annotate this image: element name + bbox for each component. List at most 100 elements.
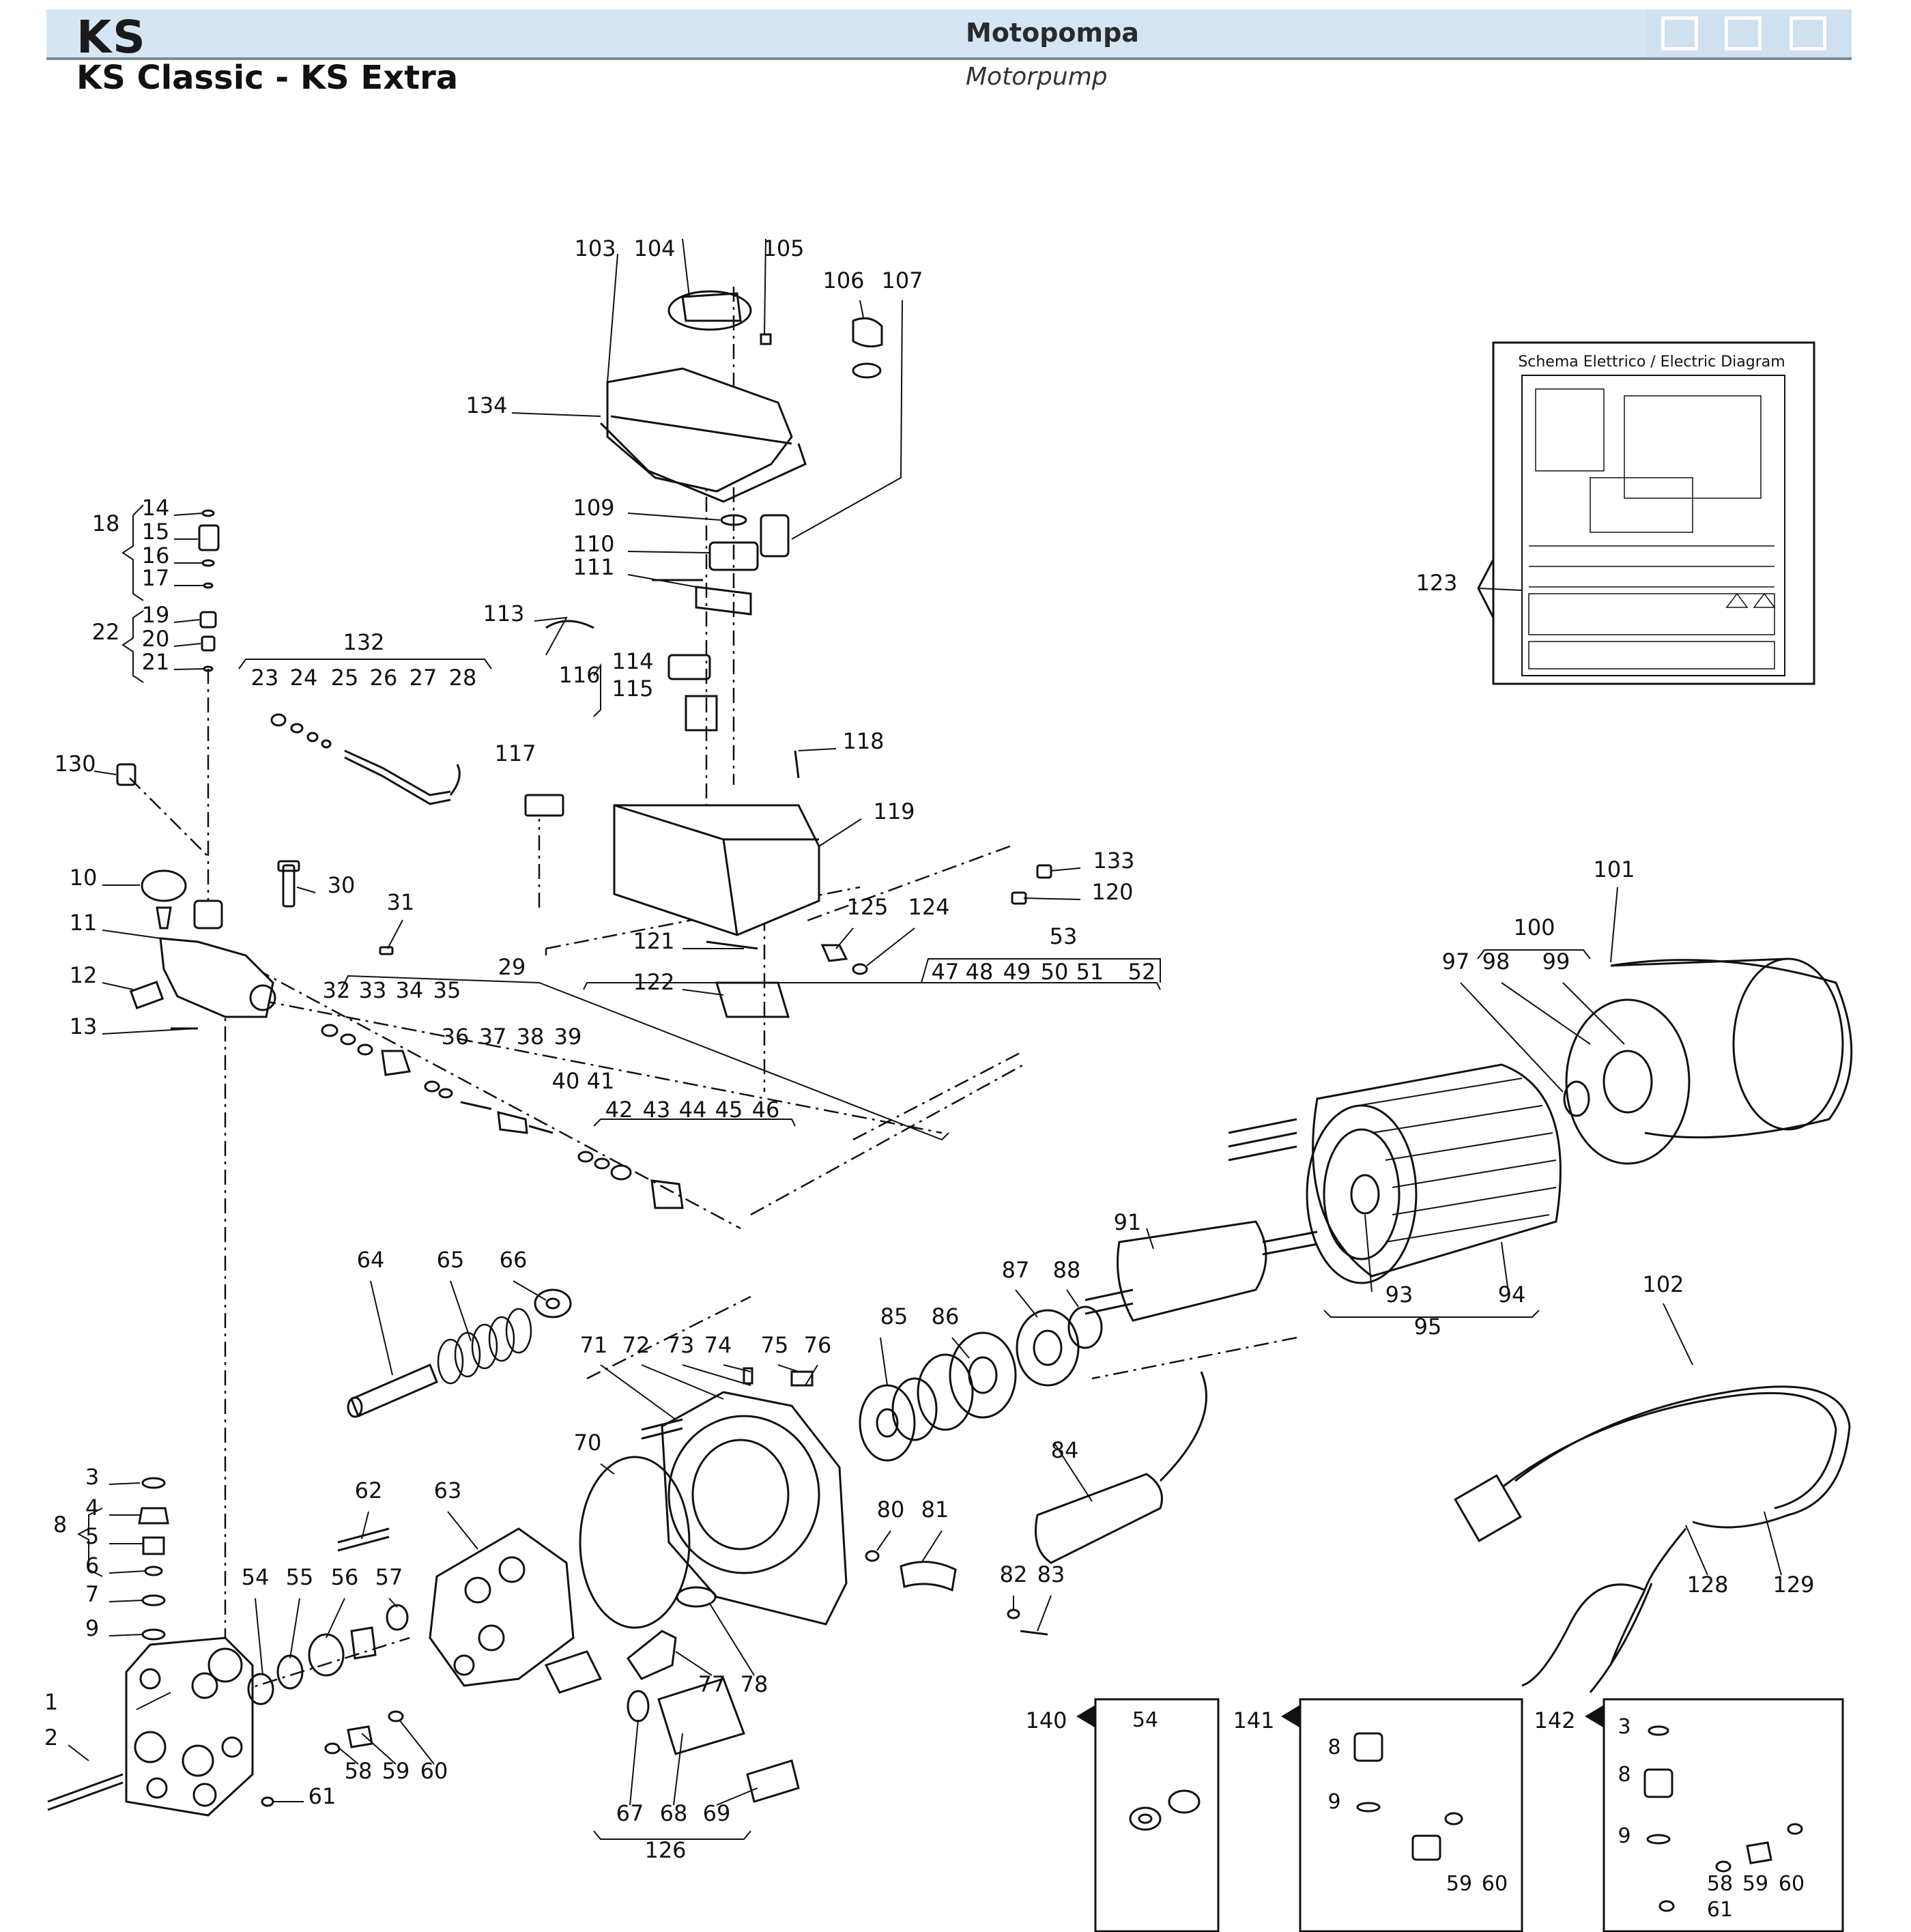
leader-line [173,643,201,647]
part-label-87: 87 [1002,1257,1030,1283]
inset-141-label-60: 60 [1482,1872,1508,1896]
part-label-100: 100 [1513,914,1555,940]
part-label-105: 105 [762,235,804,261]
leader-line [388,1598,398,1608]
part-label-104: 104 [633,235,675,261]
header-boxes [1646,10,1852,57]
leader-line [607,253,618,383]
part-label-22: 22 [92,619,120,645]
page-subtitle: Motorpump [966,63,1108,91]
leader-line [1146,1228,1154,1250]
part-label-65: 65 [437,1247,465,1273]
leader-line [1663,1303,1693,1366]
leader-line [627,574,697,588]
part-label-126: 126 [644,1837,686,1863]
group-brace [238,659,492,669]
part-label-52: 52 [1128,959,1156,985]
group-brace [593,1119,796,1127]
leader-line [709,1603,755,1676]
part-label-26: 26 [370,665,398,691]
electric-diagram-title: Schema Elettrico / Electric Diagram [1518,354,1785,371]
part-label-140: 140 [1025,1707,1067,1733]
leader-line [1037,1595,1052,1632]
part-label-76: 76 [804,1332,832,1358]
leader-line [326,1598,345,1639]
leader-line [1478,588,1523,591]
leader-line [818,818,862,847]
leader-line [673,1733,683,1806]
header-bar [46,10,1852,60]
part-label-141: 141 [1233,1707,1274,1733]
part-label-115: 115 [612,676,653,702]
part-label-121: 121 [633,928,674,954]
part-label-75: 75 [761,1332,789,1358]
part-label-35: 35 [433,977,461,1003]
part-label-2: 2 [44,1725,58,1750]
part-label-98: 98 [1482,949,1510,975]
part-label-8: 8 [53,1512,67,1538]
part-label-123: 123 [1416,570,1457,596]
part-label-39: 39 [554,1024,582,1050]
header-box-2 [1725,16,1762,51]
part-label-11: 11 [70,910,98,936]
leader-line [337,1746,359,1765]
group-brace [121,504,144,601]
part-label-42: 42 [605,1097,633,1123]
part-label-109: 109 [573,495,614,521]
inset-140-label-54: 54 [1132,1708,1158,1732]
group-brace [76,1508,103,1577]
part-label-12: 12 [70,962,98,988]
leader-line [511,412,601,417]
model-name: KS Classic - KS Extra [76,59,459,97]
leader-line [1685,1525,1708,1576]
part-label-38: 38 [517,1024,545,1050]
part-label-103: 103 [574,235,616,261]
part-label-24: 24 [290,665,318,691]
part-label-69: 69 [703,1800,731,1826]
group-brace [1323,1310,1540,1318]
leader-line [255,1598,263,1676]
leader-line [1050,867,1081,871]
part-label-110: 110 [573,531,614,557]
inset-142-label-59: 59 [1742,1872,1768,1896]
leader-line [835,927,854,949]
part-label-113: 113 [483,601,524,626]
group-brace [921,958,1161,983]
part-label-129: 129 [1772,1572,1814,1598]
part-label-60: 60 [420,1758,448,1784]
part-label-106: 106 [822,268,864,293]
inset-142-label-58: 58 [1707,1872,1733,1896]
leader-line [716,1787,758,1806]
part-label-48: 48 [966,959,994,985]
part-label-107: 107 [881,268,923,293]
inset-141-label-8: 8 [1327,1735,1340,1759]
part-label-88: 88 [1053,1257,1081,1283]
part-label-29: 29 [498,954,526,980]
leader-line [109,1570,145,1574]
part-label-31: 31 [387,889,415,915]
inset-142-label-60: 60 [1779,1872,1805,1896]
leader-line [387,919,403,949]
part-label-134: 134 [465,392,507,418]
header-box-3 [1790,16,1826,51]
part-label-30: 30 [328,872,356,898]
part-label-18: 18 [92,510,120,536]
leader-line [109,1634,143,1637]
part-label-93: 93 [1385,1282,1413,1308]
part-label-14: 14 [142,495,170,521]
leader-line [109,1482,141,1485]
group-brace [593,663,601,717]
leader-line [876,1530,891,1551]
part-label-81: 81 [921,1497,949,1523]
part-label-91: 91 [1114,1209,1142,1235]
leader-line [109,1600,143,1602]
brand-logo: KS [76,11,147,63]
part-label-25: 25 [331,665,359,691]
part-label-130: 130 [54,751,96,777]
leader-line [1460,982,1564,1093]
part-label-15: 15 [142,519,170,545]
part-label-85: 85 [880,1303,908,1329]
part-label-61: 61 [308,1783,336,1809]
part-label-117: 117 [494,740,536,766]
